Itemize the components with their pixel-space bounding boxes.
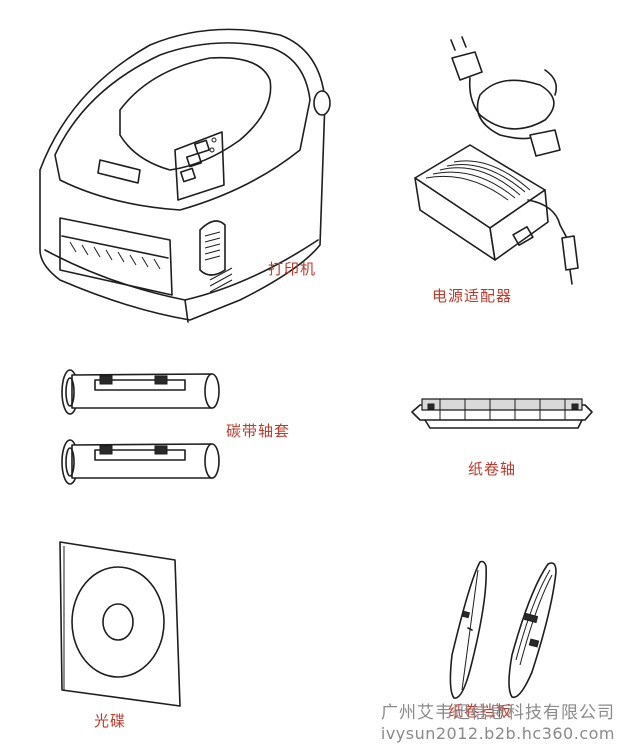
ribbon-core-label: 碳带轴套	[226, 422, 291, 440]
paper-roller-label: 纸卷轴	[468, 460, 517, 478]
printer-illustration	[39, 28, 331, 323]
adapter-label: 电源适配器	[432, 287, 513, 305]
paper-guide-illustration	[449, 560, 557, 699]
cd-illustration	[59, 541, 181, 707]
cd-label: 光碟	[94, 712, 127, 730]
watermark-company: 广州艾韦迅信息科技有限公司	[381, 703, 615, 723]
paper-guide-label: 纸卷挡板	[448, 702, 513, 720]
ribbon-core-illustration	[61, 369, 220, 485]
paper-roller-illustration	[411, 398, 593, 429]
adapter-illustration	[414, 36, 579, 285]
printer-label: 打印机	[268, 260, 317, 278]
watermark-url: ivysun2012.b2b.hc360.com	[380, 724, 615, 743]
